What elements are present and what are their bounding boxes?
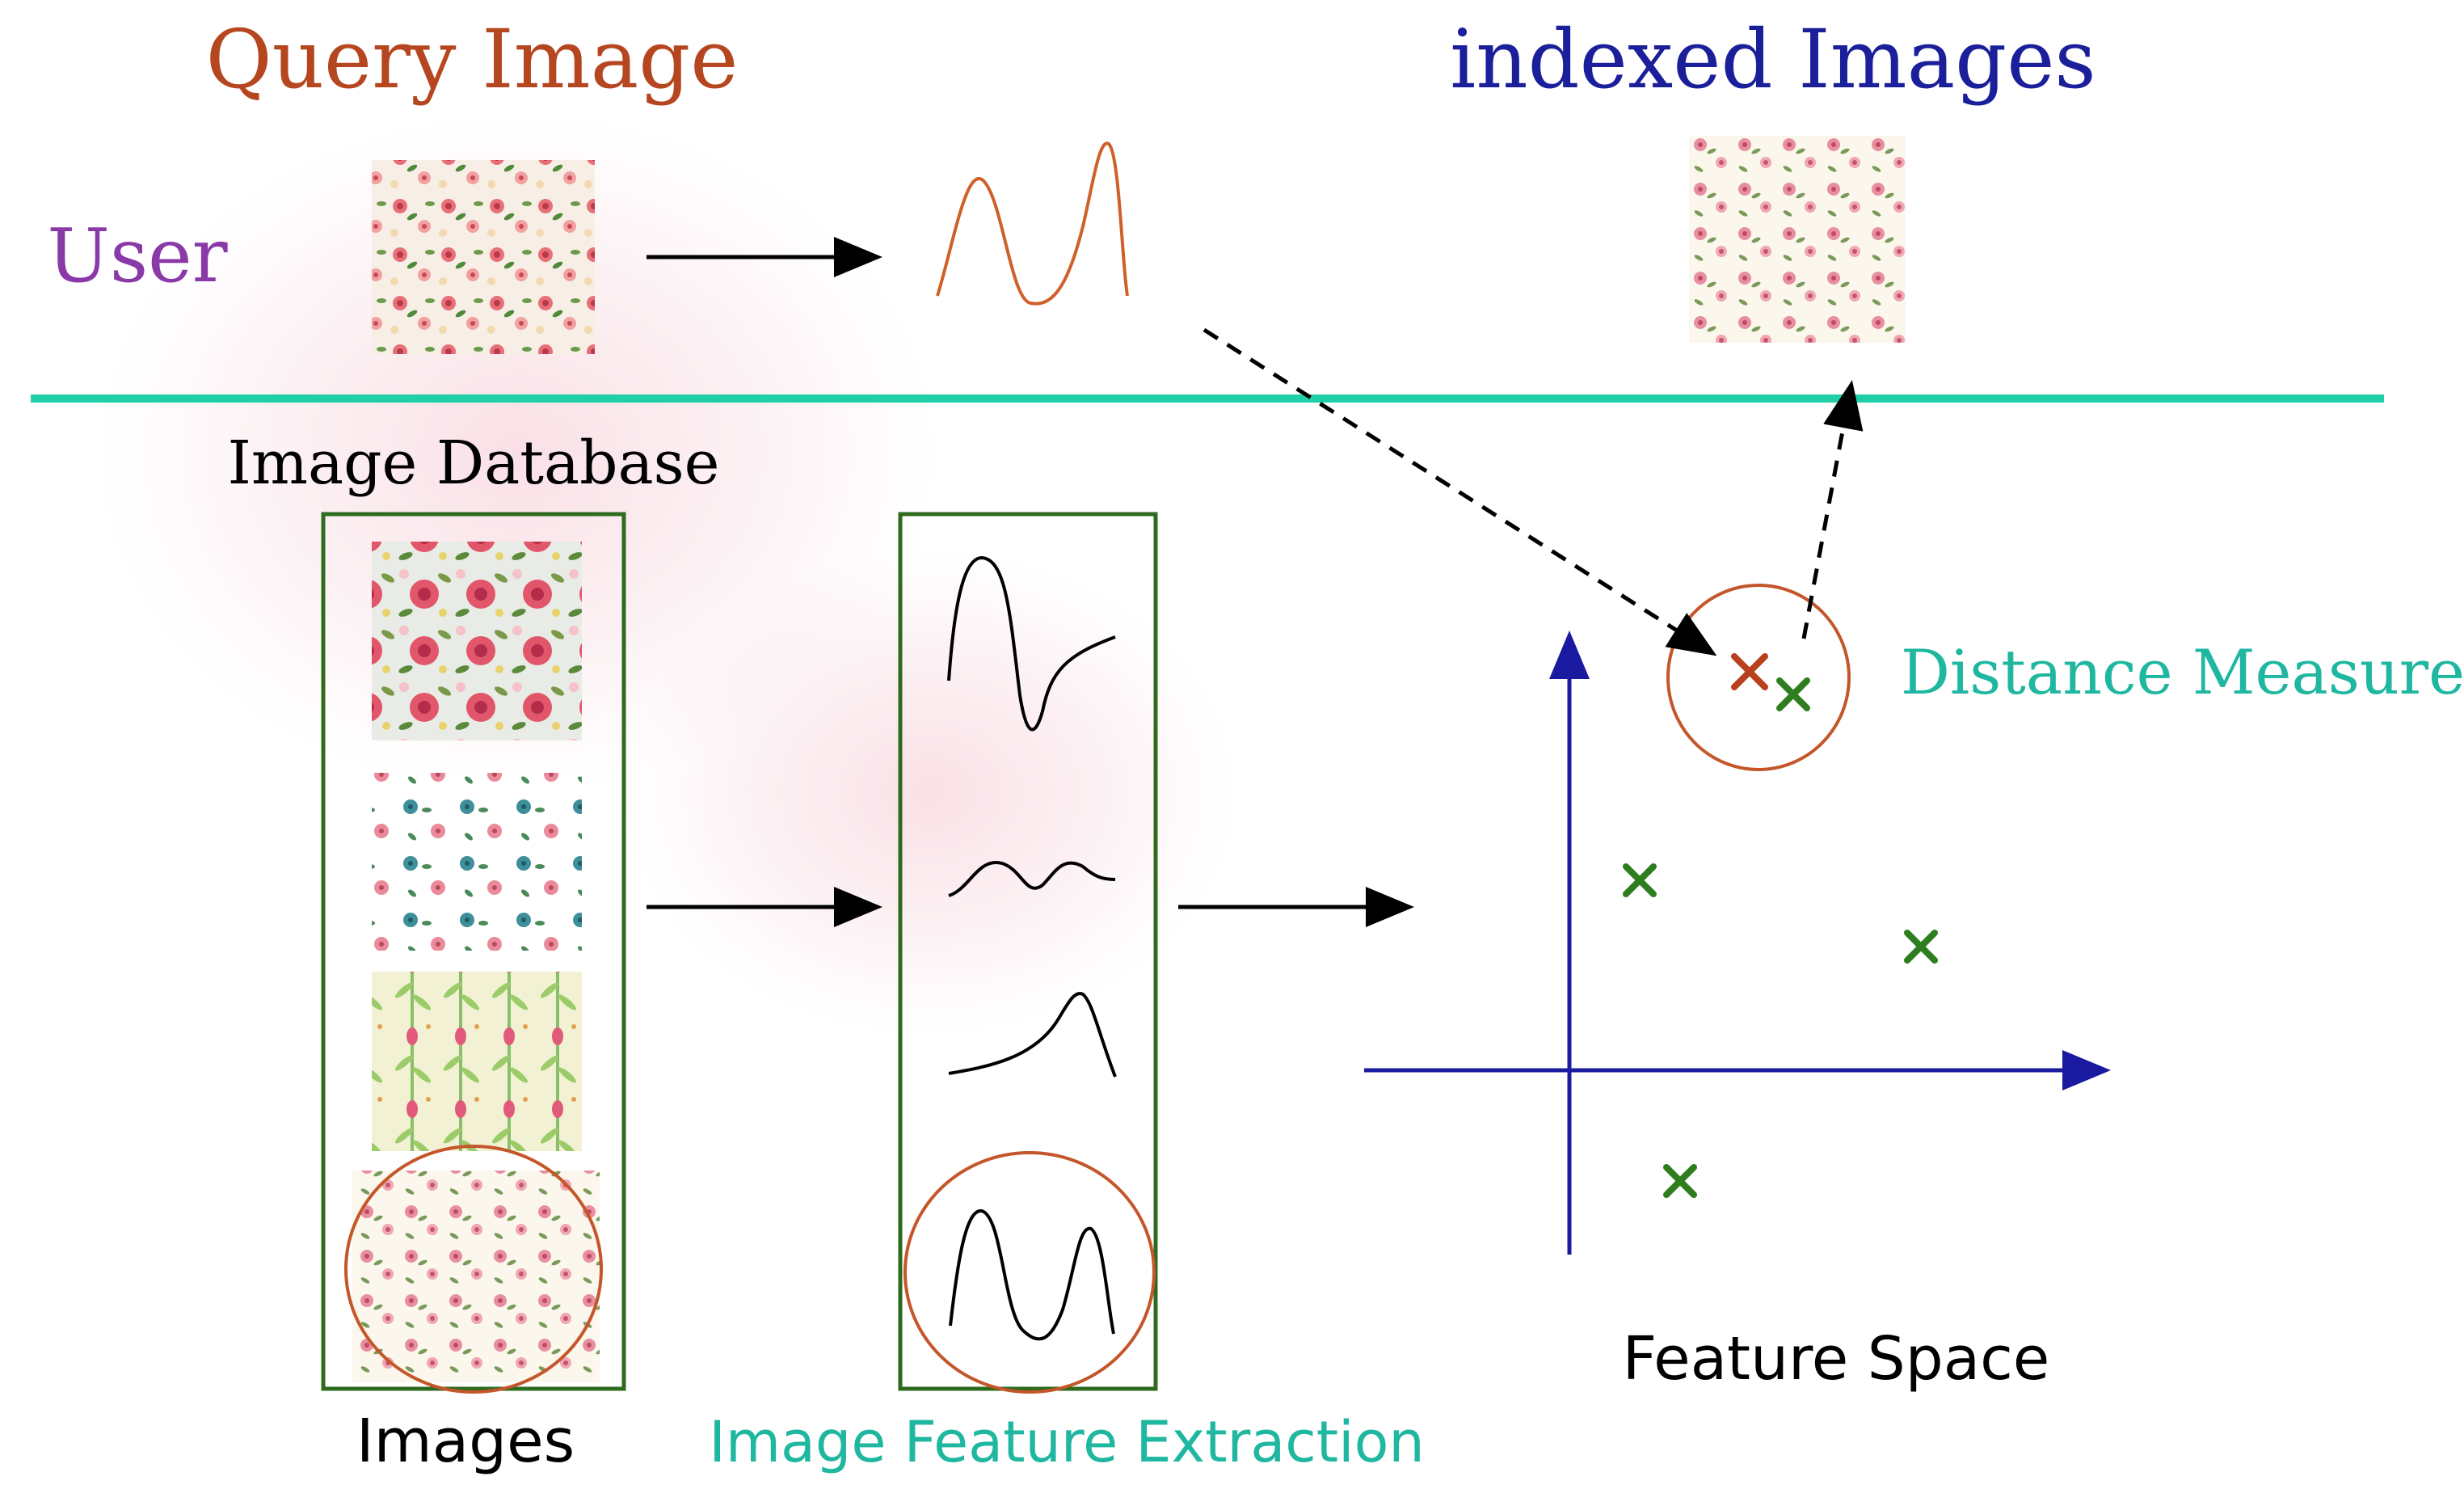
feature-space-label: Feature Space [1623, 1324, 2050, 1394]
matched-feature-circle [903, 1151, 1156, 1394]
database-image-4 [352, 1171, 600, 1382]
cross-marker-icon [1731, 653, 1768, 690]
feature-curve-1 [947, 555, 1116, 732]
image-database-label: Image Database [228, 428, 720, 498]
dashed-arrow-icon [1801, 380, 1864, 639]
database-image-3 [372, 972, 582, 1151]
feature-curve-4 [949, 1209, 1115, 1341]
query-image-title: Query Image [206, 12, 739, 107]
matched-image-circle [344, 1145, 603, 1394]
images-label: Images [356, 1407, 575, 1476]
query-feature-curve [936, 141, 1129, 306]
database-image-1 [372, 542, 582, 740]
distance-measure-circle [1666, 584, 1851, 771]
feature-extraction-box [898, 512, 1158, 1391]
cross-marker-icon [1663, 1164, 1697, 1198]
query-image-thumbnail [372, 160, 595, 354]
user-label: User [47, 213, 227, 299]
indexed-images-title: indexed Images [1450, 12, 2095, 107]
feature-curve-3 [948, 992, 1117, 1078]
feature-curve-2 [948, 860, 1116, 897]
cross-marker-icon [1776, 677, 1810, 711]
background-flower-wash [97, 113, 1236, 1035]
image-feature-extraction-label: Image Feature Extraction [709, 1409, 1425, 1475]
database-image-2 [372, 773, 582, 951]
dashed-arrow-icon [1203, 327, 1717, 656]
images-box [321, 512, 626, 1391]
cross-marker-icon [1904, 930, 1938, 964]
indexed-image-thumbnail [1689, 136, 1906, 343]
cross-marker-icon [1623, 863, 1657, 897]
distance-measure-label: Distance Measure [1901, 636, 2464, 708]
